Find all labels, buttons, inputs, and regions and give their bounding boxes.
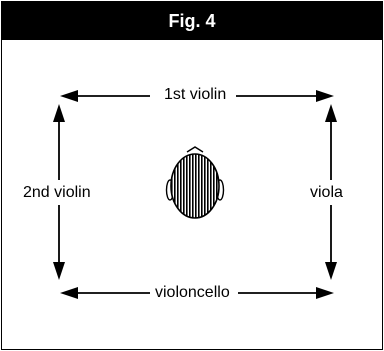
- head-top-view-icon: [167, 147, 224, 218]
- label-second-violin: 2nd violin: [23, 184, 91, 202]
- label-violoncello: violoncello: [155, 284, 230, 302]
- label-viola: viola: [310, 184, 343, 202]
- label-first-violin: 1st violin: [164, 86, 226, 104]
